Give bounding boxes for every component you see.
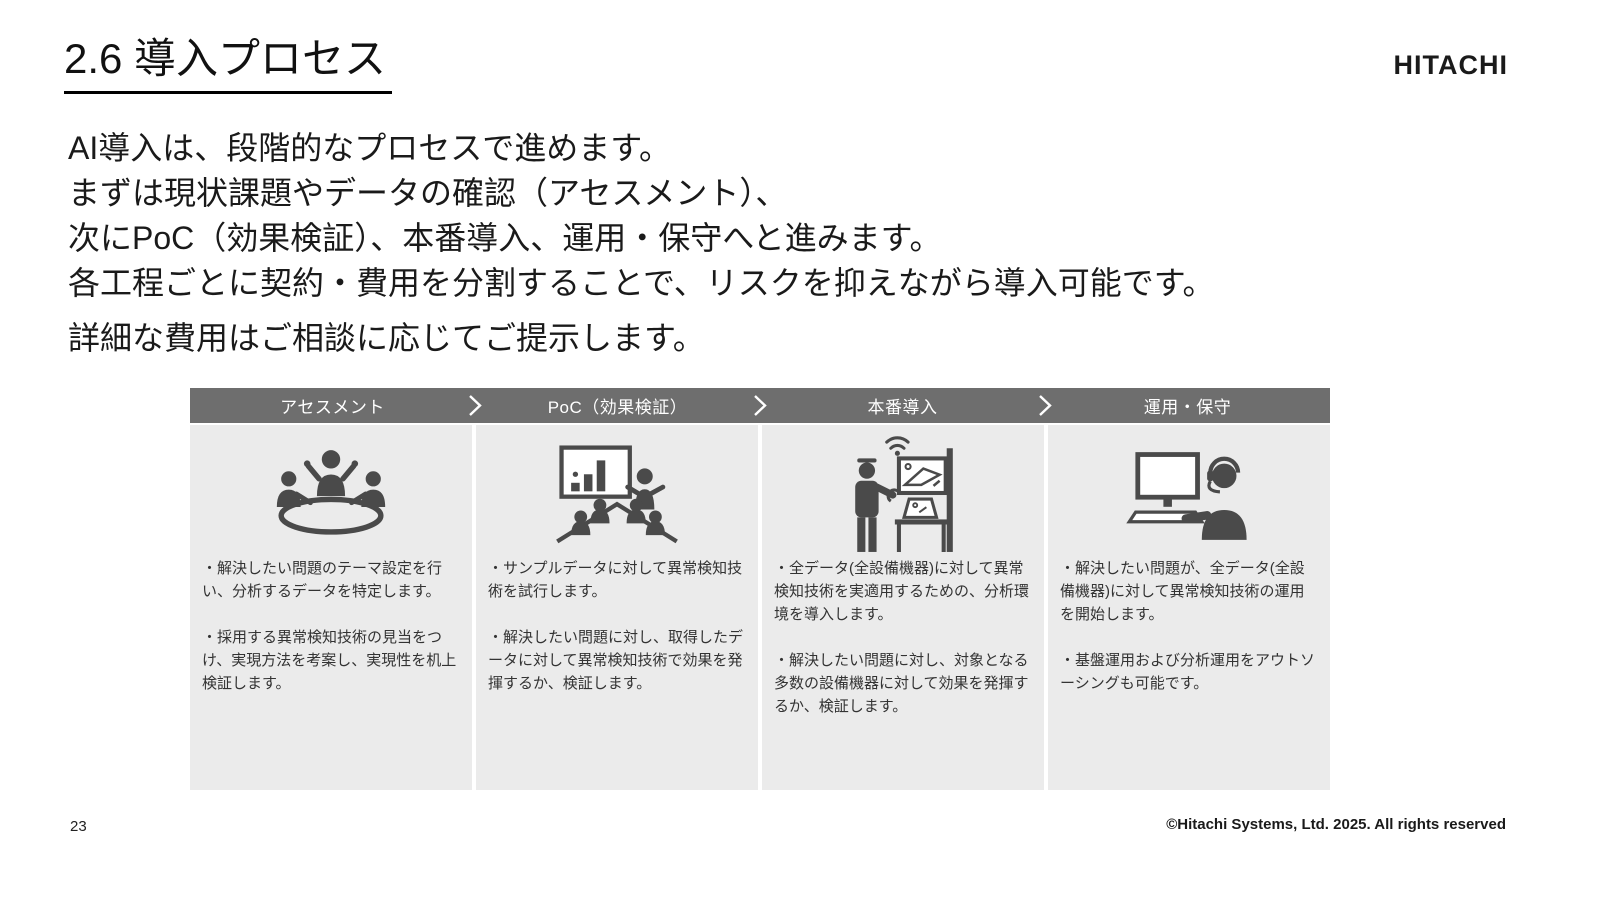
meeting-round-table-icon [276,450,386,535]
process-flow: アセスメント PoC（効果検証） 本番導入 運用・保守 [190,388,1330,790]
chevron-right-icon [1039,395,1052,416]
hitachi-logo: HITACHI [1393,50,1508,80]
bullet: ・解決したい問題が、全データ(全設備機器)に対して異常検知技術の運用を開始します… [1060,560,1305,623]
bullet: ・解決したい問題のテーマ設定を行い、分析するデータを特定します。 [202,560,443,600]
intro-line: 各工程ごとに契約・費用を分割することで、リスクを抑えながら導入可能です。 [68,265,1215,301]
stage-column-production: ・全データ(全設備機器)に対して異常検知技術を実適用するための、分析環境を導入し… [762,425,1044,790]
intro-line: AI導入は、段階的なプロセスで進めます。 [68,130,672,166]
stage-header-poc: PoC（効果検証） [547,398,688,417]
stage-header-production: 本番導入 [867,398,938,417]
bullet: ・解決したい問題に対し、取得したデータに対して異常検知技術で効果を発揮するか、検… [488,629,744,692]
stage-header-assessment: アセスメント [280,398,385,417]
intro-line: 次にPoC（効果検証）、本番導入、運用・保守へと進みます。 [68,220,942,256]
stage-header-operation: 運用・保守 [1143,398,1232,417]
bullet: ・採用する異常検知技術の見当をつけ、実現方法を考案し、実現性を机上検証します。 [202,629,457,692]
stage-description: ・解決したい問題が、全データ(全設備機器)に対して異常検知技術の運用を開始します… [1048,553,1330,695]
page-title: 2.6 導入プロセス [64,34,393,95]
intro-line: 詳細な費用はご相談に応じてご提示します。 [68,320,705,356]
stage-description: ・解決したい問題のテーマ設定を行い、分析するデータを特定します。 ・採用する異常… [190,553,472,695]
bullet: ・解決したい問題に対し、対象となる多数の設備機器に対して効果を発揮するか、検証し… [774,652,1029,715]
bullet: ・全データ(全設備機器)に対して異常検知技術を実適用するための、分析環境を導入し… [774,560,1030,623]
stage-column-assessment: ・解決したい問題のテーマ設定を行い、分析するデータを特定します。 ・採用する異常… [190,425,472,790]
chart-presentation-icon [556,445,678,544]
chevron-right-icon [754,395,767,416]
process-columns: ・解決したい問題のテーマ設定を行い、分析するデータを特定します。 ・採用する異常… [190,425,1330,790]
equipment-setup-icon [855,436,953,552]
support-operator-icon [1126,452,1247,540]
process-header-bar: アセスメント PoC（効果検証） 本番導入 運用・保守 [190,388,1330,423]
intro-line: まずは現状課題やデータの確認（アセスメント）、 [68,175,788,211]
stage-description: ・全データ(全設備機器)に対して異常検知技術を実適用するための、分析環境を導入し… [762,553,1044,718]
stage-column-operation: ・解決したい問題が、全データ(全設備機器)に対して異常検知技術の運用を開始します… [1048,425,1330,790]
bullet: ・サンプルデータに対して異常検知技術を試行します。 [488,560,743,600]
bullet: ・基盤運用および分析運用をアウトソーシングも可能です。 [1060,652,1316,692]
page-number: 23 [70,818,87,835]
copyright-text: ©Hitachi Systems, Ltd. 2025. All rights … [1166,816,1506,833]
stage-column-poc: ・サンプルデータに対して異常検知技術を試行します。 ・解決したい問題に対し、取得… [476,425,758,790]
intro-text: AI導入は、段階的なプロセスで進めます。 まずは現状課題やデータの確認（アセスメ… [68,126,1215,361]
stage-description: ・サンプルデータに対して異常検知技術を試行します。 ・解決したい問題に対し、取得… [476,553,758,695]
chevron-right-icon [469,395,482,416]
